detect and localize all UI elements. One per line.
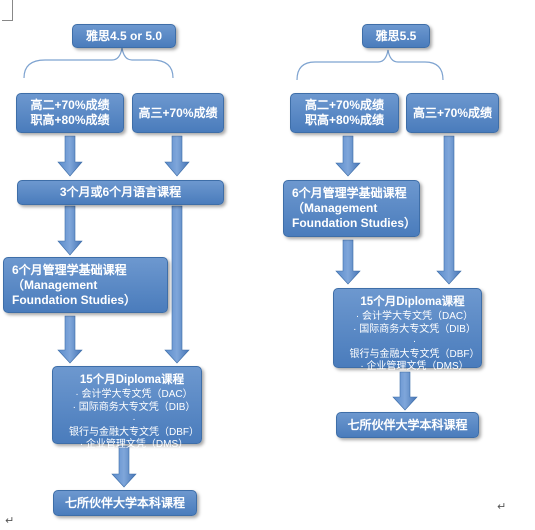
brace-right <box>296 49 444 81</box>
left-foundation-line-1: 6个月管理学基础课程 <box>12 262 127 277</box>
left-final-box: 七所伙伴大学本科课程 <box>53 490 197 516</box>
left-ielts-label: 雅思4.5 or 5.0 <box>85 28 163 43</box>
return-mark-bottom-right: ↵ <box>497 501 507 513</box>
right-branch-b-box: 高三+70%成绩 <box>406 93 499 133</box>
left-diploma-item-dac: 会计学大专文凭（DAC） <box>63 389 201 402</box>
arrow-right-a-to-foundation <box>335 135 361 177</box>
left-foundation-line-3: Foundation Studies） <box>12 292 136 307</box>
arrow-left-foundation-to-diploma <box>57 315 83 364</box>
left-branch-b-box: 高三+70%成绩 <box>132 93 224 133</box>
arrow-left-long-to-diploma <box>164 205 190 364</box>
right-branch-a-line-2: 职高+80%成绩 <box>304 113 385 127</box>
left-language-box: 3个月或6个月语言课程 <box>17 180 224 205</box>
page-corner-mark <box>2 0 13 21</box>
arrow-left-diploma-to-final <box>111 445 137 488</box>
left-branch-a-line-2: 职高+80%成绩 <box>30 113 110 127</box>
right-foundation-line-3: Foundation Studies） <box>292 216 416 230</box>
brace-left <box>23 47 174 79</box>
left-diploma-box: 15个月Diploma课程 会计学大专文凭（DAC） 国际商务大专文凭（DIB）… <box>52 366 202 450</box>
left-ielts-box: 雅思4.5 or 5.0 <box>72 24 176 48</box>
left-diploma-item-dbf: 银行与金融大专文凭（DBF） <box>63 414 201 439</box>
left-language-label: 3个月或6个月语言课程 <box>59 185 182 199</box>
left-foundation-line-2: （Management <box>12 277 98 292</box>
right-diploma-item-dms: 企业管理文凭（DMS） <box>344 361 481 374</box>
arrow-right-diploma-to-final <box>392 371 418 411</box>
left-final-label: 七所伙伴大学本科课程 <box>64 495 185 510</box>
arrow-left-a-to-language <box>57 135 83 177</box>
right-foundation-box: 6个月管理学基础课程 （Management Foundation Studie… <box>283 180 420 237</box>
right-final-label: 七所伙伴大学本科课程 <box>347 417 468 432</box>
right-branch-b-label: 高三+70%成绩 <box>412 105 493 120</box>
left-diploma-title: 15个月Diploma课程 <box>79 374 185 386</box>
right-branch-a-line-1: 高二+70%成绩 <box>304 98 385 112</box>
right-branch-a-box: 高二+70%成绩 职高+80%成绩 <box>290 93 399 133</box>
arrow-left-b-to-language <box>164 135 190 177</box>
return-mark-bottom-left: ↵ <box>5 515 15 527</box>
left-diploma-item-dib: 国际商务大专文凭（DIB） <box>63 402 201 415</box>
right-ielts-label: 雅思5.5 <box>375 28 417 43</box>
right-final-box: 七所伙伴大学本科课程 <box>336 412 479 438</box>
right-foundation-line-1: 6个月管理学基础课程 <box>292 186 407 200</box>
arrow-left-language-to-foundation <box>57 205 83 256</box>
right-diploma-box: 15个月Diploma课程 会计学大专文凭（DAC） 国际商务大专文凭（DIB）… <box>333 288 482 372</box>
right-diploma-item-dib: 国际商务大专文凭（DIB） <box>344 324 481 337</box>
left-foundation-box: 6个月管理学基础课程 （Management Foundation Studie… <box>3 257 168 313</box>
left-branch-b-label: 高三+70%成绩 <box>138 105 218 120</box>
arrow-right-foundation-to-diploma <box>335 239 361 285</box>
right-diploma-item-dbf: 银行与金融大专文凭（DBF） <box>344 336 481 361</box>
right-foundation-line-2: （Management <box>292 201 378 215</box>
right-diploma-title: 15个月Diploma课程 <box>360 296 465 308</box>
right-ielts-box: 雅思5.5 <box>362 24 430 48</box>
left-diploma-item-dms: 企业管理文凭（DMS） <box>63 439 201 452</box>
arrow-right-b-to-diploma <box>436 135 462 285</box>
left-branch-a-line-1: 高二+70%成绩 <box>30 98 110 112</box>
right-diploma-item-dac: 会计学大专文凭（DAC） <box>344 311 481 324</box>
left-branch-a-box: 高二+70%成绩 职高+80%成绩 <box>16 93 124 133</box>
